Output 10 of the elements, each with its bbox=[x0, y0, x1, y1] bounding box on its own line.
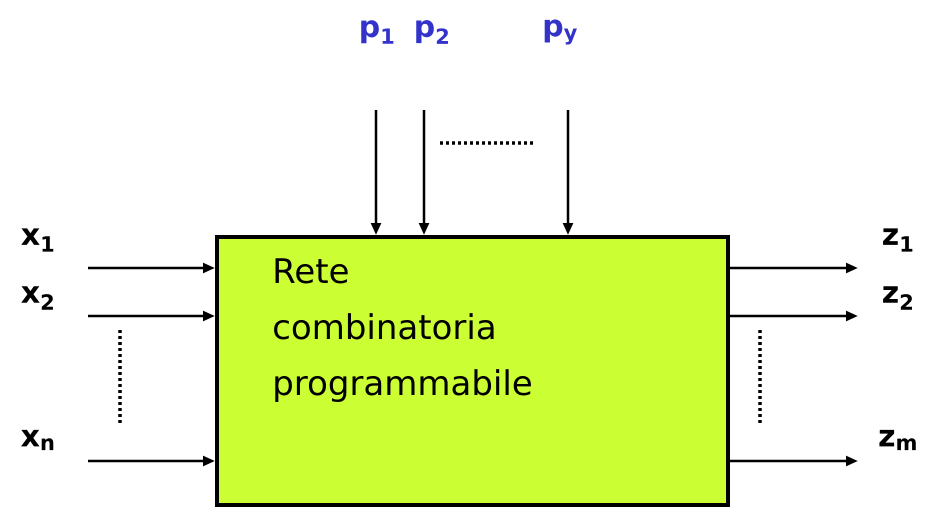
signal-label: p$_{y}$ bbox=[544, 19, 577, 45]
block-box: Rete combinatoria programmabile bbox=[215, 235, 730, 507]
signal-label: x$_{n}$ bbox=[21, 430, 54, 450]
signal-label: p$_{1}$ bbox=[361, 20, 394, 44]
signal-label: p$_{2}$ bbox=[416, 20, 448, 44]
signal-label: z$_{m}$ bbox=[879, 430, 916, 450]
signal-label: z$_{1}$ bbox=[883, 228, 912, 252]
signal-label: x$_{1}$ bbox=[21, 228, 54, 252]
signal-label: z$_{2}$ bbox=[883, 286, 912, 310]
signal-label: x$_{2}$ bbox=[21, 286, 53, 310]
